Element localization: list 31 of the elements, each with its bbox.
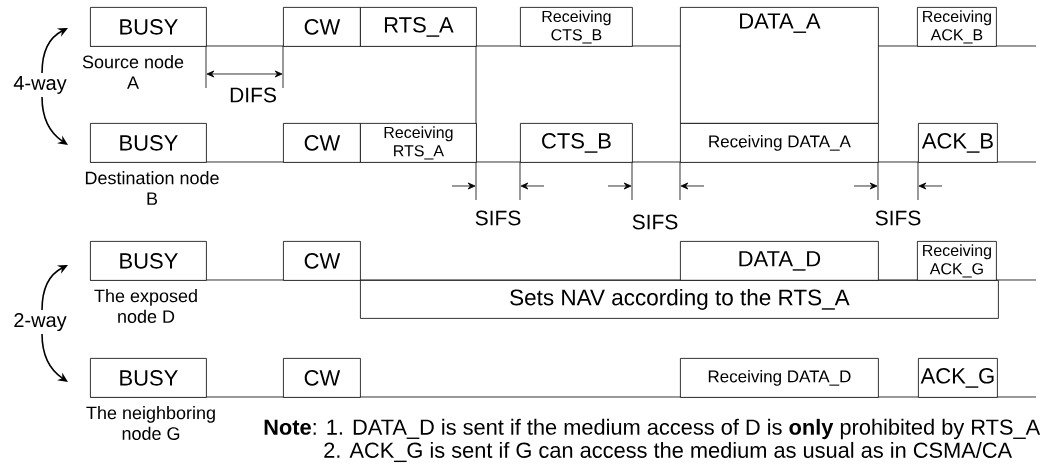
note-text: 2. ACK_G is sent if G can access the medium as usual as in CSMA/CA [324,441,1013,463]
timing-box: Receiving CTS_B [520,7,633,47]
row-label: The exposed node D [94,289,197,323]
timing-box: CW [283,7,361,47]
timing-box: BUSY [90,358,207,398]
timing-box: Receiving ACK_G [917,241,997,281]
timing-box: Receiving RTS_A [360,123,477,163]
handshake-label: 4-way [13,76,67,94]
timing-box: BUSY [90,123,207,163]
timing-box: Receiving ACK_B [917,7,997,47]
dimension-label: DIFS [230,87,276,103]
row-label: Destination node B [85,171,219,205]
dimension-label: SIFS [475,210,521,226]
timing-box: CW [283,358,361,398]
row-label: The neighboring node G [86,406,215,440]
timing-box: BUSY [90,241,207,281]
row-label: Source node A [82,55,184,89]
dimension-label: SIFS [875,210,921,226]
timing-box: ACK_B [918,123,998,163]
timing-box: DATA_D [680,241,879,281]
timing-box: Receiving DATA_A [680,123,879,163]
handshake-label: 2-way [14,312,67,332]
timing-box: CW [283,123,361,163]
timing-box: ACK_G [918,358,998,398]
timing-box: Receiving DATA_D [680,358,879,398]
timing-box: BUSY [90,7,207,47]
timing-box: CW [283,241,361,281]
note-text: Note: 1. DATA_D is sent if the medium access of D is only prohibited by RTS_A [264,418,1041,440]
timing-box: RTS_A [360,7,477,47]
dimension-label: SIFS [632,214,678,230]
timing-box: CTS_B [520,123,633,163]
